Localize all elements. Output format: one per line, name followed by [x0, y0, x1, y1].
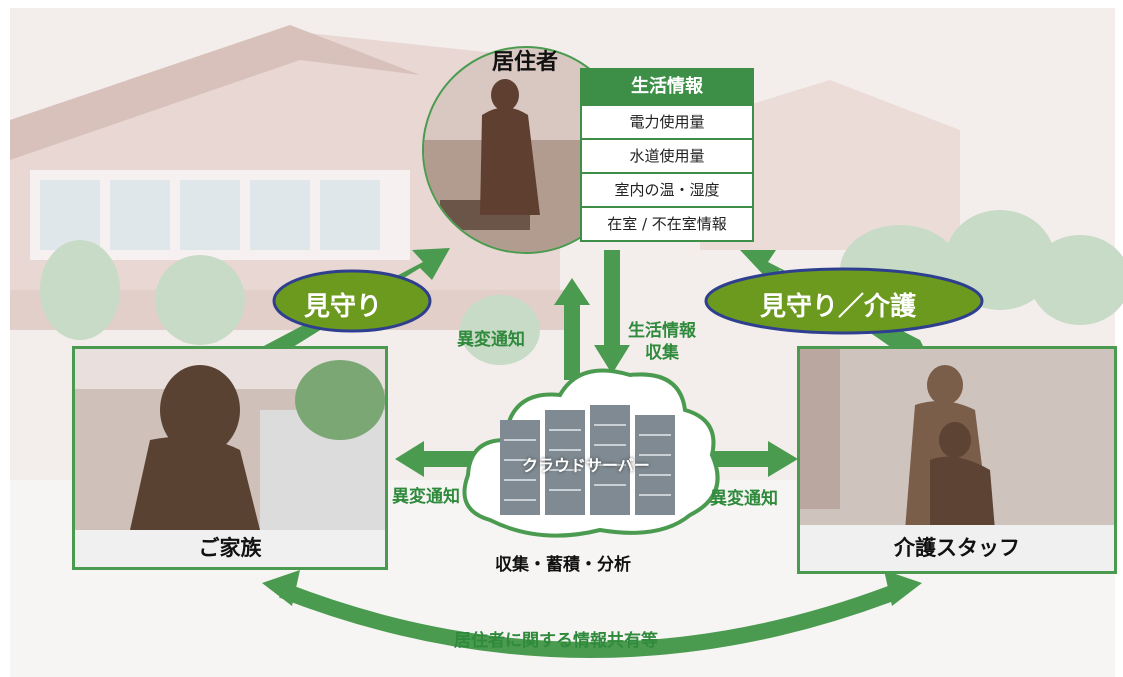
life-info-panel: 生活情報 電力使用量 水道使用量 室内の温・湿度 在室 / 不在室情報 — [580, 68, 754, 242]
cloud-caption: 収集・蓄積・分析 — [495, 555, 631, 575]
collect-label: 生活情報 収集 — [628, 320, 696, 364]
collect-label-line2: 収集 — [645, 343, 679, 363]
share-label: 居住者に関する情報共有等 — [454, 631, 658, 651]
life-info-item: 在室 / 不在室情報 — [582, 206, 752, 240]
staff-label: 介護スタッフ — [800, 525, 1114, 571]
collect-label-line1: 生活情報 — [628, 321, 696, 341]
cloud-server-label: クラウドサーバー — [522, 456, 650, 475]
share-arrow — [279, 582, 903, 658]
anomaly-arrow-right — [768, 441, 798, 477]
anomaly-label-up: 異変通知 — [457, 330, 525, 350]
anomaly-label-right: 異変通知 — [710, 489, 778, 509]
life-info-item: 室内の温・湿度 — [582, 172, 752, 206]
collect-arrow-down — [594, 345, 630, 374]
resident-label: 居住者 — [492, 50, 559, 75]
anomaly-label-left: 異変通知 — [392, 487, 460, 507]
family-label: ご家族 — [75, 530, 385, 567]
watch-badge-right: 見守り／介護 — [760, 292, 917, 322]
life-info-item: 電力使用量 — [582, 104, 752, 138]
life-info-title: 生活情報 — [582, 70, 752, 104]
anomaly-arrow-up — [564, 300, 580, 380]
anomaly-arrow-left — [395, 441, 424, 477]
watch-badge-left: 見守り — [304, 292, 383, 322]
life-info-item: 水道使用量 — [582, 138, 752, 172]
